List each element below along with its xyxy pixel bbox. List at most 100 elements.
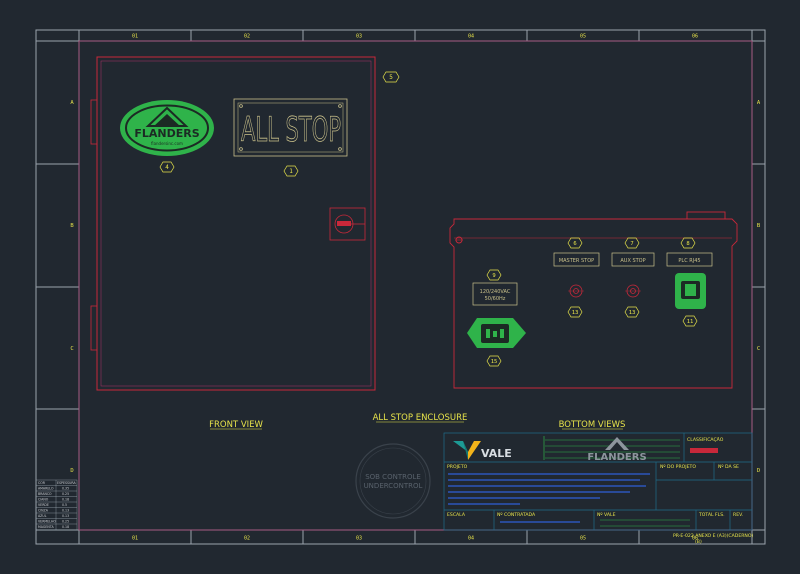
undercontrol-stamp: SOB CONTROLE UNDERCONTROL xyxy=(355,443,431,519)
layer-table-header: ESPESSURA xyxy=(57,481,76,485)
main-title: ALL STOP ENCLOSURE xyxy=(373,413,468,423)
power-label-box xyxy=(472,282,518,306)
logo-text: FLANDERS xyxy=(134,127,199,140)
callout-number: 8 xyxy=(686,241,689,247)
plc-rj45-label-box xyxy=(666,252,713,267)
layer-cell: 0.13 xyxy=(62,514,69,518)
column-label: 06 xyxy=(692,536,698,542)
layer-cell: 0.13 xyxy=(62,509,69,513)
master-stop-label: MASTER STOP xyxy=(559,258,594,264)
classification-stamp xyxy=(690,448,718,453)
vale-logo: VALE xyxy=(453,441,512,460)
all-stop-label: ALL STOP xyxy=(241,110,341,150)
column-label: 01 xyxy=(132,536,138,542)
callout-number: 13 xyxy=(629,310,636,316)
aux-stop-label-box xyxy=(611,252,655,267)
column-label: 04 xyxy=(468,536,474,542)
callout-number: 5 xyxy=(389,74,393,81)
plc-rj45-label: PLC RJ45 xyxy=(678,258,700,264)
stop-button-left xyxy=(568,284,584,298)
column-label: 05 xyxy=(580,34,586,40)
column-label: 03 xyxy=(356,34,362,40)
plc-rj45-port xyxy=(675,273,706,309)
callout-number: 7 xyxy=(630,241,633,247)
flanders-logo: FLANDERS flandersinc.com xyxy=(120,100,214,156)
column-label: 04 xyxy=(468,34,474,40)
callout-number: 4 xyxy=(165,164,169,171)
stop-button-right xyxy=(625,284,641,298)
power-inlet xyxy=(467,318,526,348)
callout-tag xyxy=(283,165,299,177)
rev-label: REV. xyxy=(733,512,743,518)
stamp-line1: SOB CONTROLE xyxy=(365,473,421,481)
layer-cell: AMARELO xyxy=(38,487,54,491)
column-label: 02 xyxy=(244,34,250,40)
footer-form-code: PR-E-022 ANEXO E (A3)(CADERNO) xyxy=(673,533,753,539)
layer-cell: 0.18 xyxy=(62,525,69,529)
callout-number: 6 xyxy=(573,241,576,247)
layer-cell: AZUL xyxy=(38,514,47,518)
row-label: A xyxy=(757,100,761,106)
layer-cell: 0.25 xyxy=(62,492,69,496)
row-label: A xyxy=(70,100,74,106)
column-label: 06 xyxy=(692,34,698,40)
callout-tag xyxy=(382,71,400,83)
column-label: 03 xyxy=(356,536,362,542)
layer-cell: BRANCO xyxy=(38,492,52,496)
aux-stop-label: AUX STOP xyxy=(620,258,645,264)
all-stop-label-plate xyxy=(233,98,348,157)
callout-tag xyxy=(624,237,640,249)
total-fls-label: TOTAL FLS. xyxy=(698,512,725,518)
callout-tag xyxy=(680,237,696,249)
classificacao-label: CLASSIFICAÇÃO xyxy=(687,436,724,443)
layer-cell: VERDE xyxy=(38,503,49,507)
stamp-line2: UNDERCONTROL xyxy=(364,482,423,490)
callout-tag xyxy=(486,269,502,281)
column-label: 05 xyxy=(580,536,586,542)
layer-cell: CINZA xyxy=(38,509,49,513)
row-label: D xyxy=(70,468,73,474)
layer-cell: VERMELHO xyxy=(38,520,56,524)
row-label: C xyxy=(757,346,760,352)
flanders-title-text: FLANDERS xyxy=(587,452,646,463)
callout-tag xyxy=(567,306,583,318)
bottom-view-title: BOTTOM VIEWS xyxy=(559,420,626,430)
row-label: C xyxy=(70,346,73,352)
row-label: D xyxy=(757,468,760,474)
front-enclosure xyxy=(90,56,376,391)
callout-tag xyxy=(624,306,640,318)
footer-form-rev: (B) xyxy=(695,539,702,545)
row-label: B xyxy=(757,223,761,229)
layer-cell: MAGENTA xyxy=(38,525,54,529)
callout-number: 1 xyxy=(289,168,293,175)
row-label: B xyxy=(70,223,74,229)
escala-label: ESCALA xyxy=(447,512,466,518)
power-rating-line1: 120/240VAC xyxy=(480,289,511,295)
n-do-projeto-label: Nº DO PROJETO xyxy=(660,464,696,470)
power-rating-line2: 50/60Hz xyxy=(485,296,506,302)
n-contratada-label: Nº CONTRATADA xyxy=(497,512,536,518)
master-stop-label-box xyxy=(553,252,600,267)
callout-tag xyxy=(567,237,583,249)
callout-tag xyxy=(486,355,502,367)
callout-number: 9 xyxy=(492,273,495,279)
n-vale-label: Nº VALE xyxy=(597,512,616,518)
callout-number: 11 xyxy=(687,319,694,325)
callout-number: 15 xyxy=(491,359,498,365)
layer-cell: 0.5 xyxy=(62,503,67,507)
layer-cell: CIANO xyxy=(38,498,49,502)
layer-cell: 0.18 xyxy=(62,498,69,502)
layer-cell: 0.35 xyxy=(62,487,69,491)
vale-logo-text: VALE xyxy=(481,447,512,460)
n-da-se-label: Nº DA SE xyxy=(718,464,739,470)
layer-table-header: COR xyxy=(38,481,46,485)
column-label: 01 xyxy=(132,34,138,40)
layer-cell: 0.25 xyxy=(62,520,69,524)
projeto-label: PROJETO xyxy=(447,464,468,470)
callout-number: 13 xyxy=(572,310,579,316)
flanders-title-logo: FLANDERS xyxy=(587,437,647,463)
column-label: 02 xyxy=(244,536,250,542)
inner-border xyxy=(78,40,753,531)
front-view-title: FRONT VIEW xyxy=(209,420,263,430)
